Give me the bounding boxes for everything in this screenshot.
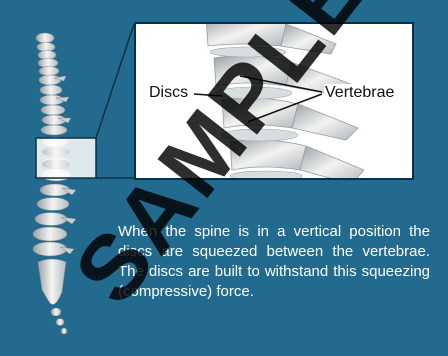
highlight-box	[36, 138, 96, 178]
connector-line-top	[96, 24, 134, 138]
caption-text: When the spine is in a vertical position…	[118, 222, 430, 302]
close-up-illustration	[136, 24, 414, 180]
discs-label: Discs	[148, 84, 189, 102]
vertebrae-label: Vertebrae	[324, 84, 395, 102]
close-up-inset: Discs Vertebrae	[134, 22, 414, 180]
